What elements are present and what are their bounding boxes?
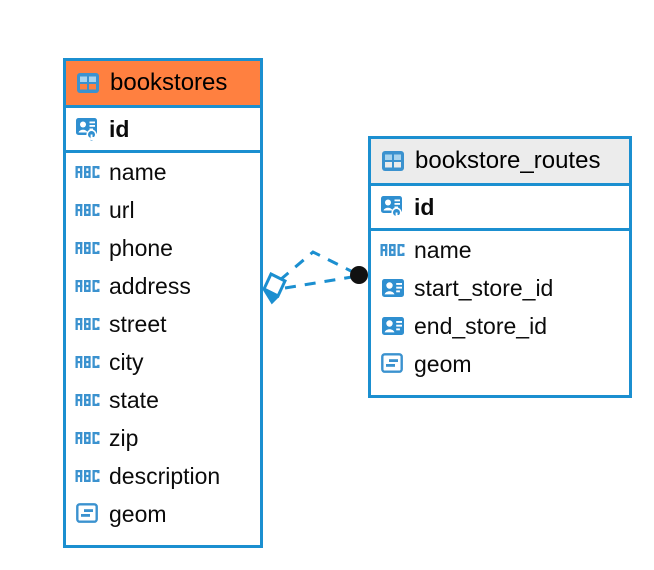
header-divider xyxy=(371,183,629,186)
table-icon xyxy=(75,70,101,96)
field-row-address[interactable]: address xyxy=(66,267,260,305)
field-list-bookstores: name xyxy=(66,153,260,533)
text-abc-icon xyxy=(75,387,101,413)
geometry-icon xyxy=(380,351,406,377)
field-row-street[interactable]: street xyxy=(66,305,260,343)
entity-title: bookstore_routes xyxy=(415,147,601,174)
text-abc-icon xyxy=(75,159,101,185)
field-label: description xyxy=(109,462,221,489)
field-row-geom[interactable]: geom xyxy=(371,345,629,383)
entity-bookstores[interactable]: bookstores xyxy=(63,58,263,548)
field-label: id xyxy=(414,193,435,220)
text-abc-icon xyxy=(75,273,101,299)
header-divider xyxy=(66,105,260,108)
foreign-key-icon xyxy=(380,275,406,301)
text-abc-icon xyxy=(75,311,101,337)
foreign-key-icon xyxy=(380,313,406,339)
field-row-end-store-id[interactable]: end_store_id xyxy=(371,307,629,345)
entity-header-bookstores[interactable]: bookstores xyxy=(66,61,260,105)
field-label: end_store_id xyxy=(414,312,547,339)
field-row-id[interactable]: id xyxy=(371,186,629,228)
field-label: state xyxy=(109,386,159,413)
field-label: phone xyxy=(109,234,173,261)
field-label: zip xyxy=(109,424,139,451)
field-label: name xyxy=(109,158,167,185)
field-row-id[interactable]: id xyxy=(66,108,260,150)
field-label: url xyxy=(109,196,135,223)
geometry-icon xyxy=(75,501,101,527)
field-label: city xyxy=(109,348,144,375)
primary-key-section-bookstore-routes: id xyxy=(371,186,629,228)
text-abc-icon xyxy=(75,197,101,223)
text-abc-icon xyxy=(75,463,101,489)
field-row-name[interactable]: name xyxy=(66,153,260,191)
field-row-state[interactable]: state xyxy=(66,381,260,419)
field-row-zip[interactable]: zip xyxy=(66,419,260,457)
field-label: geom xyxy=(414,350,472,377)
field-row-name[interactable]: name xyxy=(371,231,629,269)
text-abc-icon xyxy=(75,235,101,261)
field-label: start_store_id xyxy=(414,274,554,301)
field-row-start-store-id[interactable]: start_store_id xyxy=(371,269,629,307)
entity-bookstore-routes[interactable]: bookstore_routes xyxy=(368,136,632,398)
field-list-bookstore-routes: name start_store_id xyxy=(371,231,629,383)
field-row-description[interactable]: description xyxy=(66,457,260,495)
relationship-line-arc xyxy=(279,250,354,282)
field-row-url[interactable]: url xyxy=(66,191,260,229)
field-label: street xyxy=(109,310,167,337)
primary-key-icon xyxy=(75,116,101,142)
field-label: name xyxy=(414,236,472,263)
diamond-outline-icon xyxy=(262,271,287,305)
text-abc-icon xyxy=(380,237,406,263)
primary-key-section-bookstores: id xyxy=(66,108,260,150)
text-abc-icon xyxy=(75,425,101,451)
text-abc-icon xyxy=(75,349,101,375)
field-row-phone[interactable]: phone xyxy=(66,229,260,267)
filled-circle-icon xyxy=(350,266,368,284)
field-label: geom xyxy=(109,500,167,527)
pk-divider xyxy=(371,228,629,231)
field-label: id xyxy=(109,115,130,142)
field-row-geom[interactable]: geom xyxy=(66,495,260,533)
primary-key-icon xyxy=(380,194,406,220)
field-row-city[interactable]: city xyxy=(66,343,260,381)
relationship-line-straight xyxy=(284,275,353,290)
pk-divider xyxy=(66,150,260,153)
field-label: address xyxy=(109,272,191,299)
entity-title: bookstores xyxy=(110,69,228,96)
table-icon xyxy=(380,148,406,174)
entity-header-bookstore-routes[interactable]: bookstore_routes xyxy=(371,139,629,183)
